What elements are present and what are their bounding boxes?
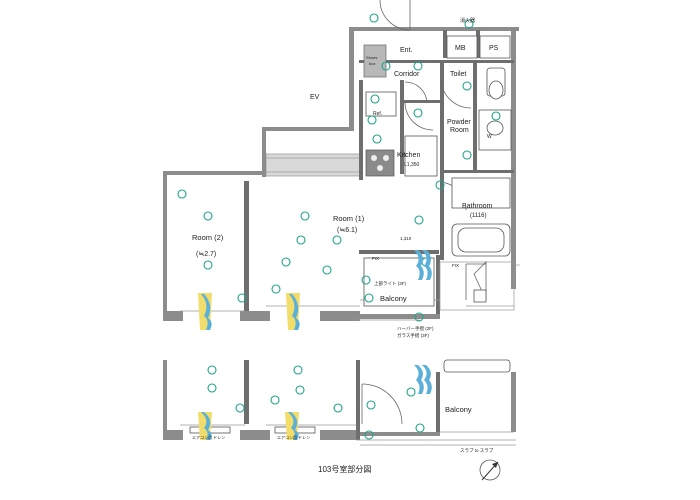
- bathroom-sub-label: (1116): [470, 213, 486, 219]
- powder-room-label-1: Powder: [447, 119, 471, 126]
- corridor-label: Corridor: [394, 71, 420, 78]
- handrail-label-1: ハーバー手摺 (2F): [397, 325, 434, 332]
- bathroom-label: Bathroom: [462, 203, 493, 210]
- ac-drain-label-left: エアコン用 ドレン: [192, 435, 225, 440]
- fire-alarm-label: 消火器: [460, 17, 475, 24]
- ent-label: Ent.: [400, 47, 413, 54]
- shoes-box-label-1: Shoes: [366, 55, 377, 60]
- lower-balcony-label: Balcony: [445, 405, 472, 414]
- ev-label: EV: [310, 94, 320, 101]
- lower-ac-airflow-marks: [198, 365, 432, 440]
- electrical-symbols: [177, 13, 501, 322]
- shoes-box: [363, 44, 387, 78]
- powder-room-label-2: Room: [450, 127, 469, 134]
- exterior-walls: [163, 27, 519, 321]
- north-compass-icon: [479, 459, 501, 481]
- ps-label: PS: [489, 45, 499, 52]
- room1-label: Room (1): [333, 214, 365, 223]
- kitchen-label: Kitchen: [397, 152, 420, 159]
- handrail-label-2: ガラス手摺 (3F): [397, 332, 429, 339]
- shoes-box-label-2: box: [369, 61, 375, 66]
- ref-label: Ref.: [373, 111, 382, 117]
- upper-lite-label: 上部ライト (3F): [374, 280, 406, 287]
- room2-sub-label: (≒2.7): [196, 251, 216, 258]
- fixtures: [363, 35, 512, 307]
- dim-label: 1,310: [400, 236, 412, 241]
- ac-airflow-marks: [198, 250, 432, 330]
- lower-plan-walls: [163, 359, 516, 446]
- room-labels: EV Ent. MB PS Corridor Toilet Powder Roo…: [192, 17, 499, 339]
- fix-label-2: FIX: [452, 263, 459, 268]
- lower-electrical-symbols: [207, 365, 425, 440]
- room2-label: Room (2): [192, 233, 224, 242]
- room1-sub-label: (≒6.1): [337, 227, 357, 234]
- caption: 103号室部分図: [318, 464, 371, 474]
- ac-drain-label-mid: エアコン用 ドレン: [277, 435, 310, 440]
- w-label: W: [487, 134, 492, 140]
- mb-label: MB: [455, 45, 466, 52]
- slab-label: スラブ to スラブ: [460, 447, 494, 454]
- kitchen-sub-label: L1,350: [404, 162, 420, 168]
- fix-label-1: FIX: [372, 256, 379, 261]
- lower-labels: Balcony エアコン用 ドレン エアコン用 ドレン スラブ to スラブ 1…: [192, 405, 494, 474]
- toilet-label: Toilet: [450, 71, 466, 78]
- balcony-label: Balcony: [380, 294, 407, 303]
